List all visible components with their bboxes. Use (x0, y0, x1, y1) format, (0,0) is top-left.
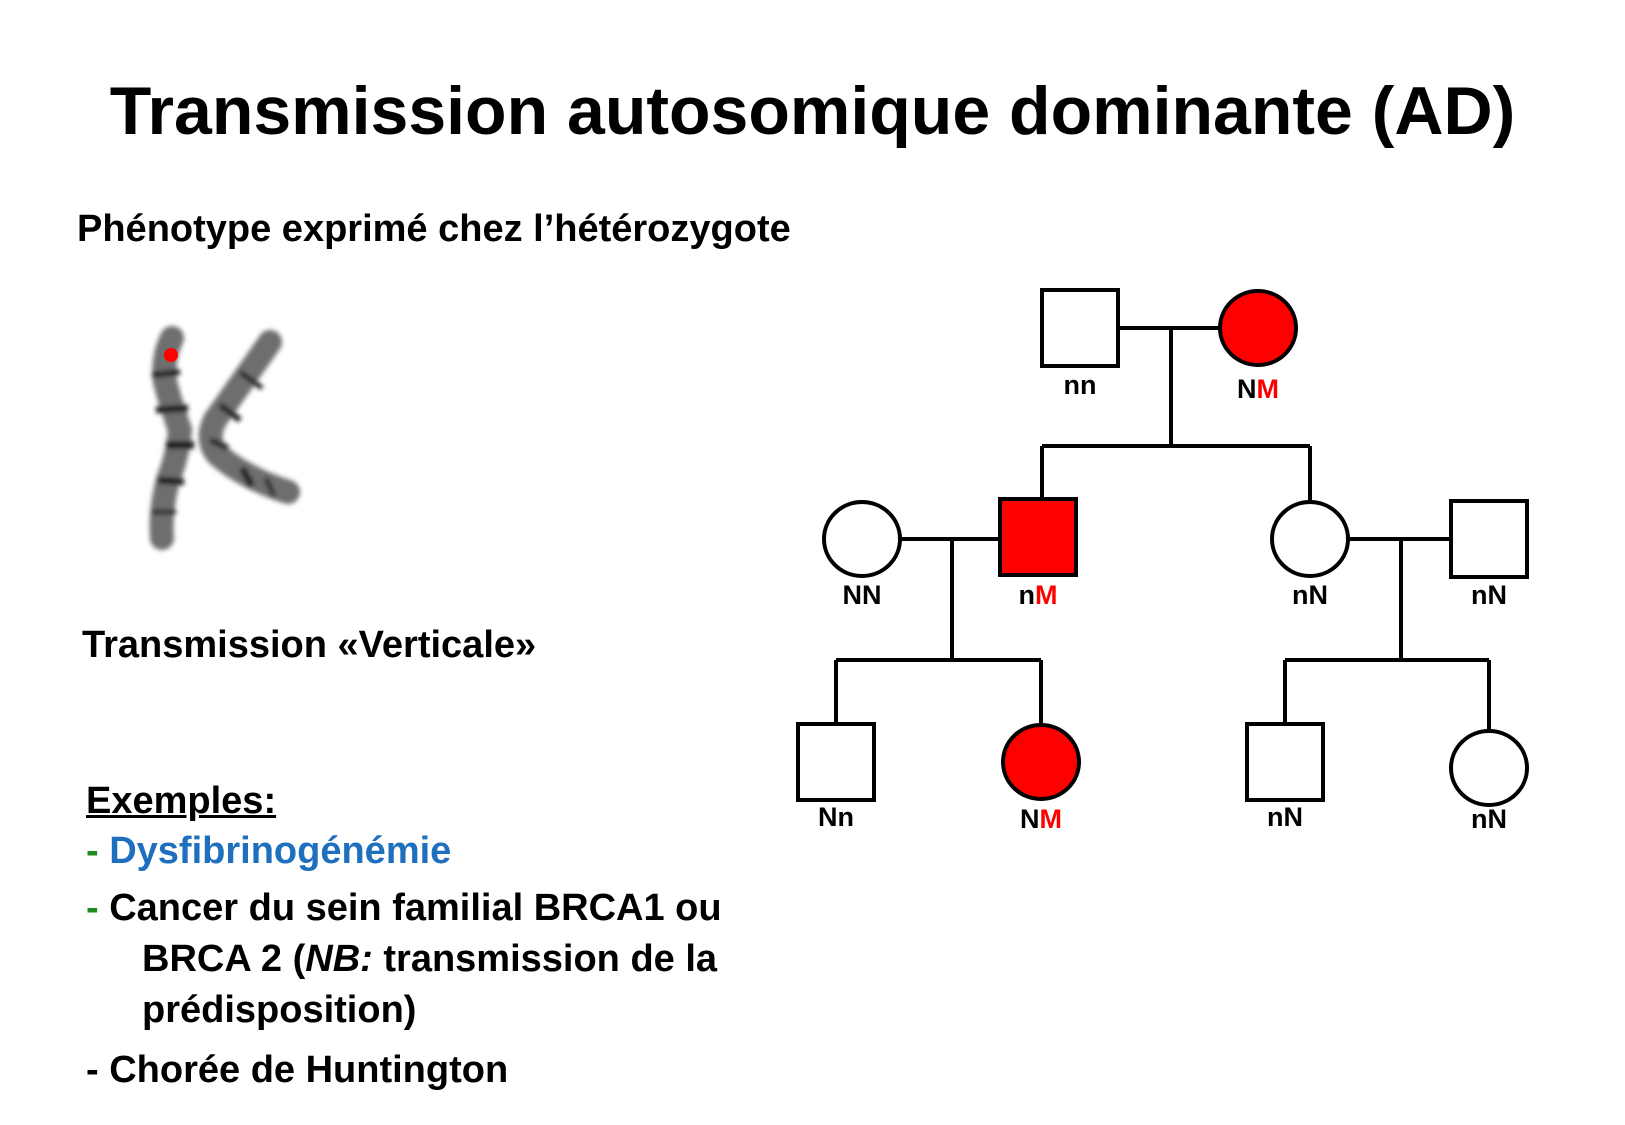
example-text: Chorée de Huntington (109, 1049, 509, 1091)
chromosome-illustration (149, 326, 300, 550)
individual-gen1-2-allele-1: M (1257, 374, 1280, 404)
individual-gen3-1-male-square (796, 722, 876, 802)
individual-gen3-4-genotype-label: nN (1471, 804, 1507, 834)
individual-gen3-2-allele-0: N (1020, 804, 1040, 834)
individual-gen1-2-allele-0: N (1237, 374, 1257, 404)
mutation-dot (164, 348, 178, 362)
pedigree-lines (834, 326, 1491, 730)
individual-gen1-1-male-square (1040, 288, 1120, 368)
example-dash: - (86, 887, 99, 929)
individual-gen1-2-genotype-label: NM (1237, 374, 1279, 404)
example-item-brca: - Cancer du sein familial BRCA1 ou BRCA … (86, 883, 722, 1036)
example-text-line2: BRCA 2 (NB: transmission de la (86, 934, 722, 985)
individual-gen2-2-genotype-label: nM (1019, 580, 1058, 610)
individual-gen2-1-female-circle (822, 500, 902, 578)
individual-gen3-1-allele-0: Nn (818, 802, 854, 832)
individual-gen2-1-genotype-label: NN (843, 580, 882, 610)
individual-gen2-2-male-square (998, 497, 1078, 577)
individual-gen3-1-genotype-label: Nn (818, 802, 854, 832)
individual-gen2-2-allele-0: n (1019, 580, 1036, 610)
individual-gen3-3-genotype-label: nN (1267, 802, 1303, 832)
individual-gen2-2-allele-1: M (1035, 580, 1058, 610)
example-dash: - (86, 830, 99, 872)
individual-gen1-2-female-circle (1218, 289, 1298, 367)
individual-gen3-2-genotype-label: NM (1020, 804, 1062, 834)
example-text-line3: prédisposition) (142, 989, 417, 1031)
individual-gen2-4-allele-0: nN (1471, 580, 1507, 610)
example-text-line1: Cancer du sein familial BRCA1 ou (109, 887, 722, 929)
example-item-huntington: - Chorée de Huntington (86, 1045, 508, 1096)
subtitle: Phénotype exprimé chez l’hétérozygote (77, 208, 791, 250)
individual-gen2-4-male-square (1449, 499, 1529, 579)
individual-gen2-3-allele-0: nN (1292, 580, 1328, 610)
individual-gen2-4-genotype-label: nN (1471, 580, 1507, 610)
individual-gen1-1-genotype-label: nn (1064, 370, 1097, 400)
example-text-nb: NB: (305, 938, 373, 980)
example-text-line2-post: transmission de la (372, 938, 718, 980)
individual-gen1-1-allele-0: nn (1064, 370, 1097, 400)
individual-gen3-3-male-square (1245, 722, 1325, 802)
example-text-line2-pre: BRCA 2 ( (142, 938, 306, 980)
example-text: Dysfibrinogénémie (109, 830, 452, 872)
slide-title: Transmission autosomique dominante (AD) (109, 73, 1516, 149)
example-item-dysfibrinogenemie: - Dysfibrinogénémie (86, 826, 451, 877)
individual-gen2-3-female-circle (1270, 500, 1350, 578)
transmission-label: Transmission «Verticale» (82, 624, 537, 666)
individual-gen2-1-allele-0: NN (843, 580, 882, 610)
individual-gen3-2-allele-1: M (1040, 804, 1063, 834)
individual-gen3-4-female-circle (1449, 729, 1529, 807)
chromosome-shape (149, 326, 300, 550)
individual-gen3-3-allele-0: nN (1267, 802, 1303, 832)
individual-gen2-3-genotype-label: nN (1292, 580, 1328, 610)
example-dash: - (86, 1049, 99, 1091)
individual-gen3-2-female-circle (1001, 723, 1081, 801)
examples-heading: Exemples: (86, 780, 277, 822)
individual-gen3-4-allele-0: nN (1471, 804, 1507, 834)
pedigree-individuals (796, 288, 1529, 807)
